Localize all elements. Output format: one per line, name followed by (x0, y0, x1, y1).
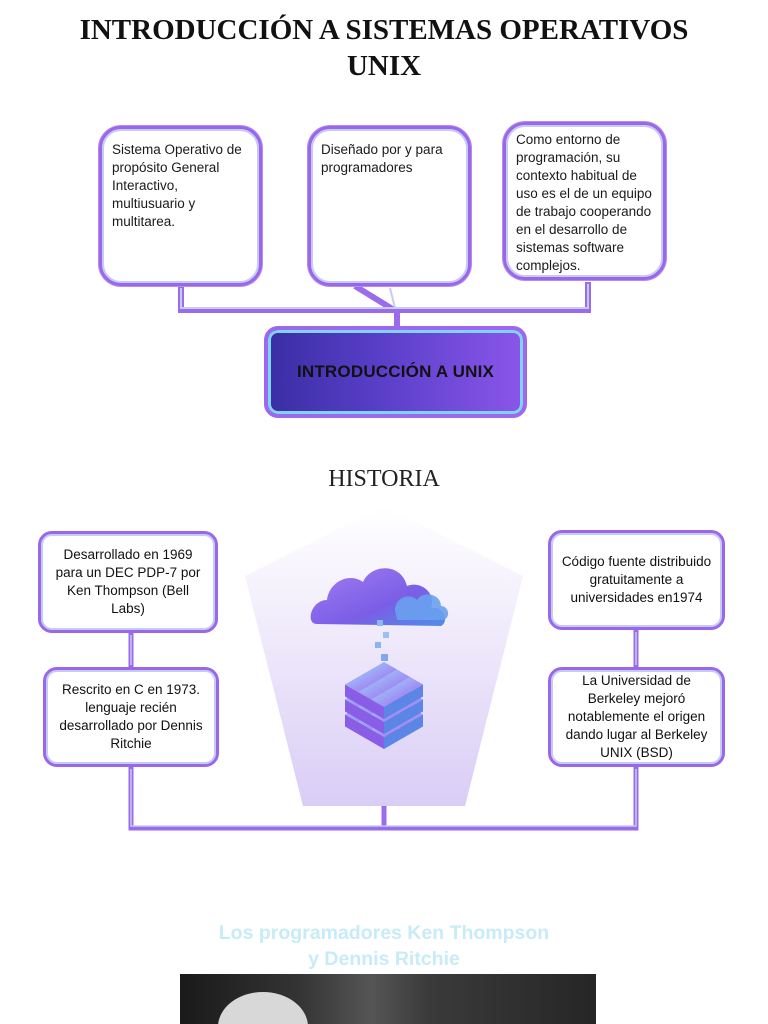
feature-text: Como entorno de programación, su context… (516, 132, 652, 273)
cloud-icon (310, 568, 449, 672)
feature-text: Diseñado por y para programadores (321, 142, 443, 175)
history-box-1969: Desarrollado en 1969 para un DEC PDP-7 p… (38, 531, 218, 633)
history-box-1974: Código fuente distribuido gratuitamente … (548, 530, 725, 630)
history-text: Desarrollado en 1969 para un DEC PDP-7 p… (55, 547, 201, 616)
page-title: INTRODUCCIÓN A SISTEMAS OPERATIVOS UNIX (40, 12, 728, 84)
feature-box-programming-environment: Como entorno de programación, su context… (503, 122, 666, 280)
central-topic-box: INTRODUCCIÓN A UNIX (264, 326, 527, 418)
historia-illustration (245, 506, 523, 806)
data-cube-icon (345, 662, 423, 749)
page-title-line1: INTRODUCCIÓN A SISTEMAS OPERATIVOS (79, 14, 689, 46)
feature-box-general-purpose: Sistema Operativo de propósito General I… (99, 126, 262, 286)
history-text: Código fuente distribuido gratuitamente … (561, 554, 712, 605)
history-box-berkeley: La Universidad de Berkeley mejoró notabl… (548, 667, 725, 767)
central-topic-label: INTRODUCCIÓN A UNIX (296, 362, 495, 381)
page-title-line2: UNIX (346, 50, 422, 82)
history-box-1973: Rescrito en C en 1973. lenguaje recién d… (43, 667, 219, 767)
photo-caption-line1: Los programadores Ken Thompson (218, 922, 550, 944)
history-text: Rescrito en C en 1973. lenguaje recién d… (59, 682, 203, 751)
photo-person-head (218, 992, 308, 1024)
programmers-photo (180, 974, 596, 1024)
feature-text: Sistema Operativo de propósito General I… (112, 142, 242, 229)
photo-caption-line2: y Dennis Ritchie (308, 948, 460, 970)
history-text: La Universidad de Berkeley mejoró notabl… (565, 673, 708, 760)
feature-box-designed-for-programmers: Diseñado por y para programadores (308, 126, 471, 286)
section-title-historia: HISTORIA (328, 466, 440, 492)
photo-caption: Los programadores Ken Thompson y Dennis … (0, 920, 768, 972)
